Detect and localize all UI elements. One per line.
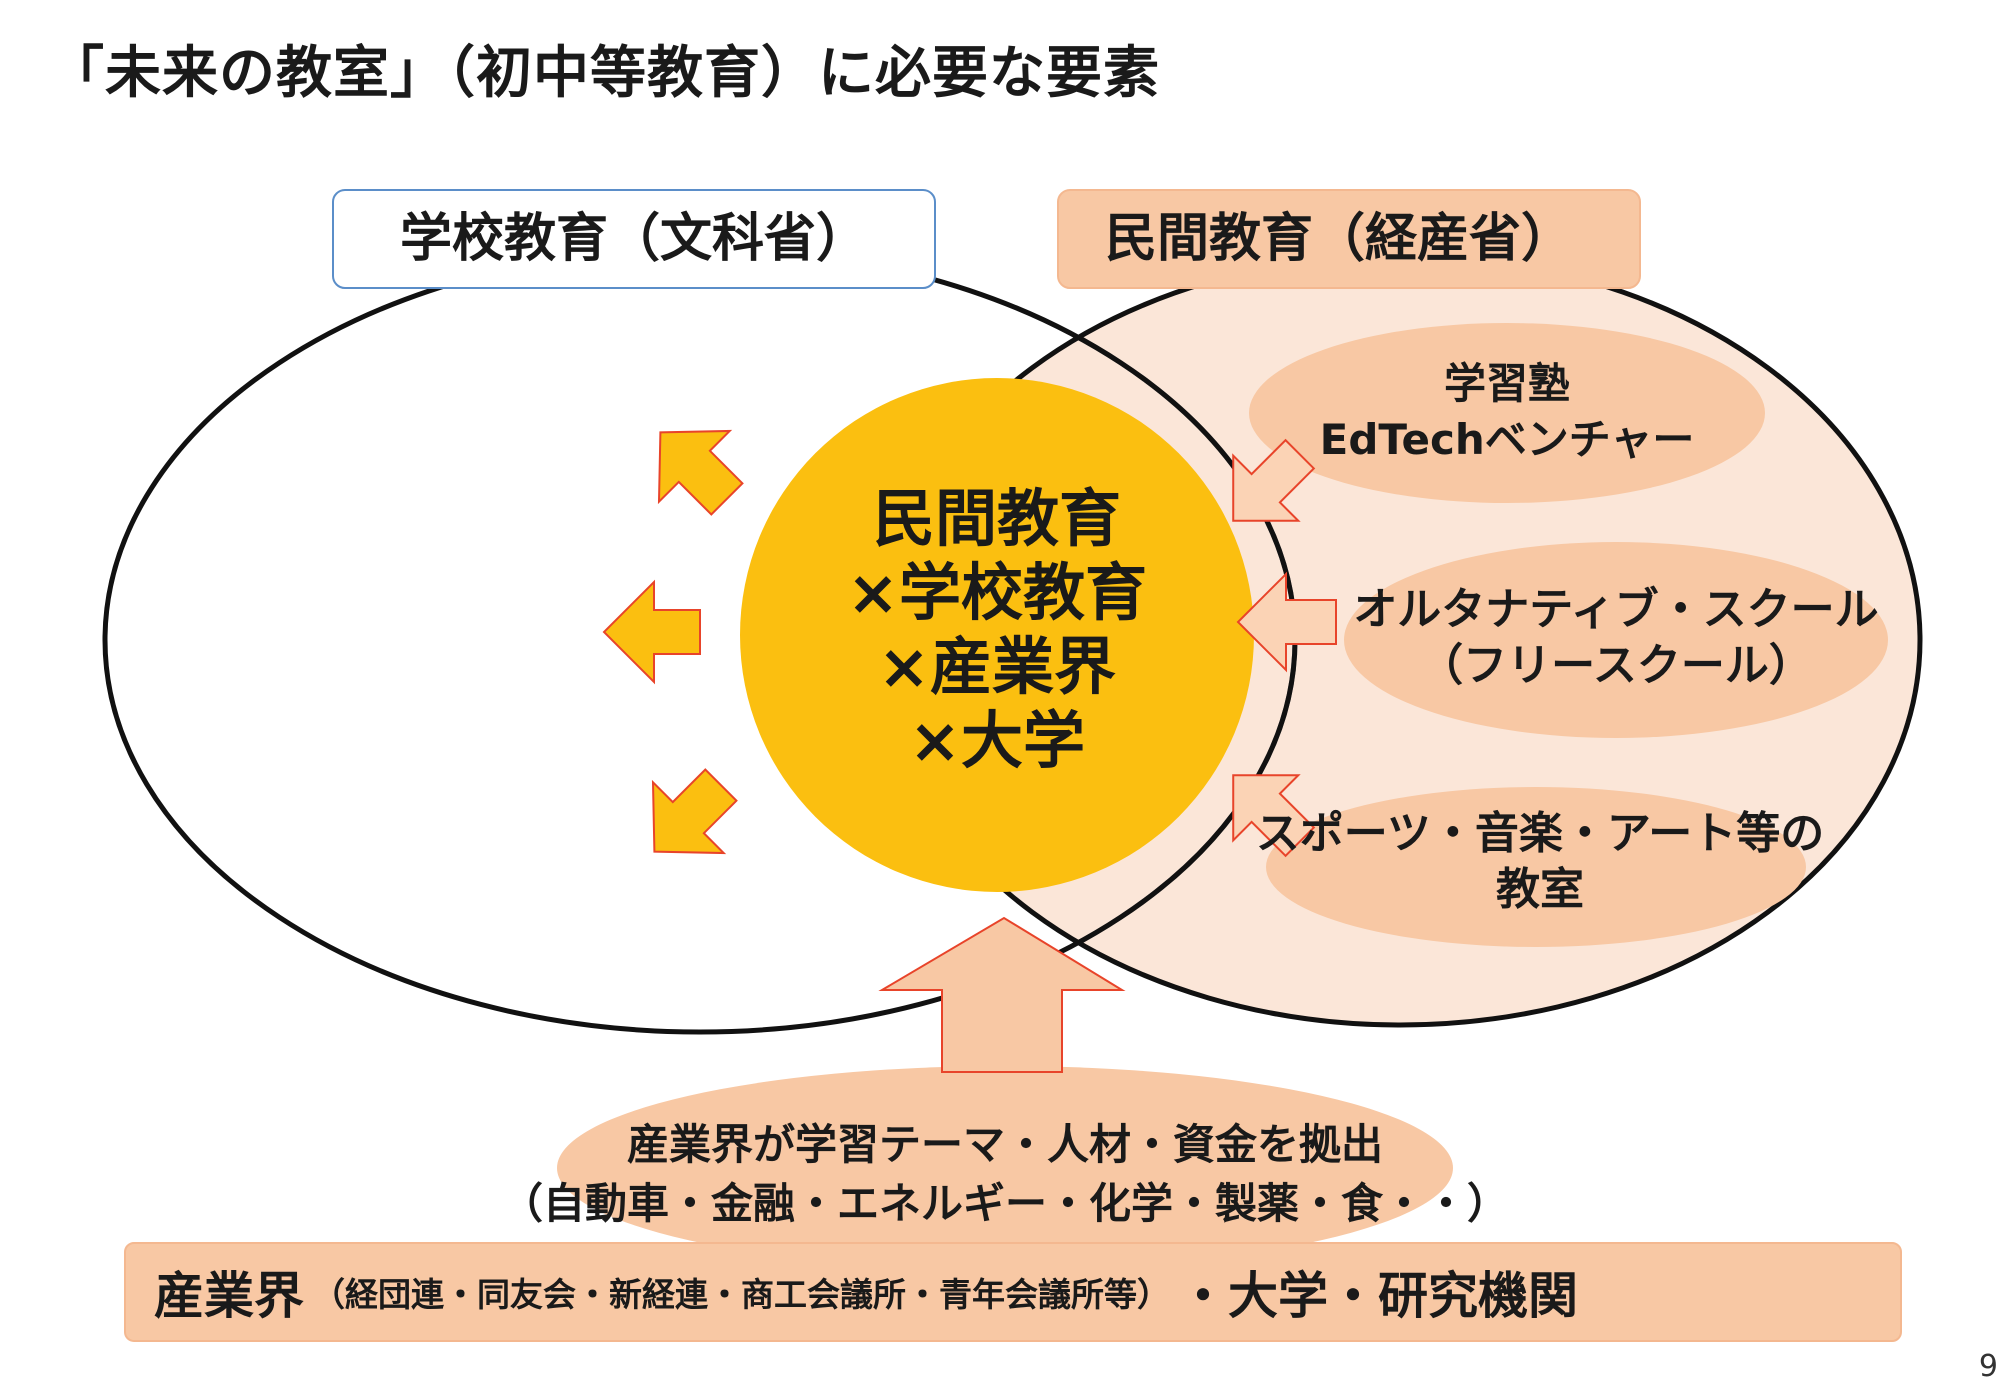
item-arts-line: 教室 [1496,864,1584,915]
center-line: 民間教育 [873,482,1121,555]
arrow-in-arts-icon [1232,774,1316,858]
bottom-bar: 産業界 （経団連・同友会・新経連・商工会議所・青年会議所等） ・大学・研究機関 [124,1242,1902,1342]
arrow-in-alternative-icon [1236,571,1337,673]
private-label: 民間教育（経産省） [1105,209,1573,269]
industry-ellipse [557,1066,1453,1270]
school-label-box [332,189,936,289]
page-title: 「未来の教室」（初中等教育）に必要な要素 [48,41,1160,106]
up-arrow-icon [878,916,1126,1073]
item-alternative-line: （フリースクール） [1419,640,1813,691]
school-label: 学校教育（文科省） [400,209,868,269]
item-ellipse-arts [1266,787,1806,947]
center-line: ×学校教育 [847,556,1147,629]
item-juku-line: EdTechベンチャー [1320,415,1695,464]
bottom-bar-detail: （経団連・同友会・新経連・商工会議所・青年会議所等） [312,1275,1170,1314]
center-line: ×大学 [909,704,1085,777]
bottom-bar-tail: ・大学・研究機関 [1178,1267,1578,1325]
arrow-down-left-icon [651,768,738,855]
page-number: 9 [1978,1349,1998,1384]
item-alternative-line: オルタナティブ・スクール [1353,584,1878,635]
private-label-box [1057,189,1641,289]
center-line: ×産業界 [878,630,1116,703]
center-text: 民間教育 ×学校教育 ×産業界 ×大学 [847,482,1147,777]
center-circle [740,378,1254,892]
arrow-in-juku-icon [1232,438,1316,522]
item-ellipse-alternative [1344,542,1888,738]
item-arts-line: スポーツ・音楽・アート等の [1256,808,1824,859]
item-ellipse-juku [1249,323,1765,503]
arrow-up-left-icon [657,429,744,516]
industry-line: 産業界が学習テーマ・人材・資金を拠出 [627,1120,1383,1169]
arrow-left-icon [602,579,701,685]
item-juku-line: 学習塾 [1444,359,1570,408]
industry-line: （自動車・金融・エネルギー・化学・製薬・食・・） [501,1179,1509,1228]
bottom-bar-main: 産業界 [154,1267,304,1325]
